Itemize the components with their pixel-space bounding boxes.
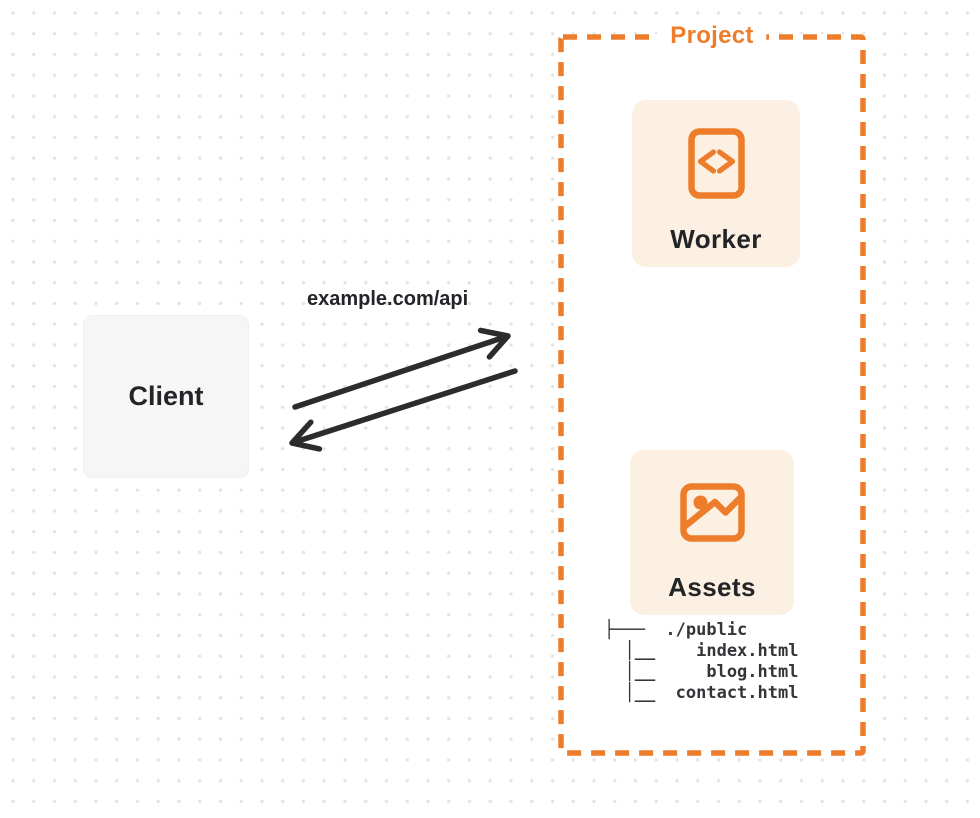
assets-file-tree: ├─── ./public │__ index.html │__ blog.ht… (604, 620, 799, 703)
project-label: Project (657, 19, 767, 53)
client-node: Client (83, 315, 249, 478)
image-icon (679, 483, 745, 542)
worker-node: Worker (632, 100, 800, 267)
assets-label: Assets (668, 572, 756, 602)
response-arrow (289, 368, 518, 452)
request-arrow (292, 327, 511, 410)
assets-node: Assets (630, 450, 794, 615)
client-label: Client (128, 381, 204, 411)
code-file-icon (687, 128, 745, 199)
worker-label: Worker (670, 224, 762, 254)
request-url-label: example.com/api (307, 288, 469, 310)
